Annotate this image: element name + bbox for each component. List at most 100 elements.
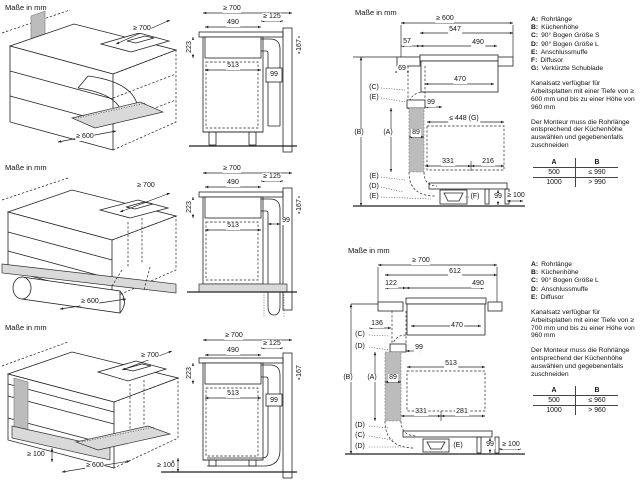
- dim-hob-height: 223: [186, 40, 194, 54]
- legend-value: 90° Bogen Größe L: [541, 40, 599, 48]
- legend-key: C:: [531, 277, 539, 285]
- units-label: Maße in mm: [348, 246, 390, 255]
- legend-key: E:: [531, 48, 538, 56]
- dim-hob-width: 490: [226, 347, 240, 355]
- dim-216: 216: [481, 158, 495, 166]
- dim-duct-depth: 99: [269, 71, 279, 79]
- dim-min-depth: ≥ 700: [132, 25, 152, 33]
- dim-min-width: ≥ 600: [75, 133, 95, 141]
- dim-69: 69: [397, 65, 407, 73]
- dim-490: 490: [471, 39, 485, 47]
- dim-min-width: ≥ 600: [80, 298, 100, 306]
- note-installer: Der Monteur muss die Rohrlänge entsprech…: [531, 347, 630, 378]
- table-row: 500≤ 990: [533, 167, 618, 178]
- legend-key: B:: [531, 269, 539, 277]
- legend-key: B:: [531, 24, 539, 32]
- note-availability: Kanalsatz verfügbar für Arbeitsplatten m…: [531, 80, 635, 111]
- dim-min-depth: ≥ 700: [140, 352, 160, 360]
- dim-57: 57: [402, 38, 412, 46]
- dim-wall-gap: ≥ 125: [262, 173, 282, 181]
- table-header-a: A: [533, 157, 576, 168]
- legend-item: G:Verkürzte Schublade: [531, 65, 637, 73]
- dim-plinth-height: ≥ 100: [156, 462, 176, 470]
- dim-min-depth: ≥ 700: [411, 257, 431, 265]
- dim-hob-width: 490: [226, 19, 240, 27]
- dim-plinth-100: ≥ 100: [506, 192, 526, 200]
- section-plinth-drawing: [345, 263, 525, 455]
- table-row: 500 ≤ 960: [533, 395, 618, 406]
- panel-side-wall-outlet: ≥ 700 ≥ 125 490 223 167 513 99: [185, 0, 345, 160]
- dim-min-depth: ≥ 700: [136, 182, 156, 190]
- legend-item: B:Küchenhöhe: [531, 269, 637, 277]
- section-wall-drawing: [353, 21, 525, 207]
- side-floor-drawing: [187, 171, 301, 318]
- dim-89: 89: [388, 374, 398, 382]
- dim-plinth-99: 99: [485, 441, 495, 449]
- dim-281: 281: [455, 408, 469, 416]
- label-sleeve-top: (D): [354, 343, 366, 351]
- pipe-length-table: A B 500≤ 990 1000> 990: [533, 157, 618, 187]
- label-bend-top: (C): [354, 331, 366, 339]
- info-wall-outlet: A:Rohrlänge B:Küchenhöhe C:90° Bogen Grö…: [531, 16, 637, 187]
- dim-cutout: 513: [226, 62, 240, 70]
- legend-item: E:Diffusor: [531, 294, 637, 302]
- cell-b: ≤ 990: [575, 167, 618, 178]
- dim-bend-height: 167: [296, 38, 304, 52]
- panel-iso-wall-outlet: Maße in mm ≥ 700 ≥ 600: [0, 0, 185, 160]
- dim-490: 490: [471, 280, 485, 288]
- label-pipe-length: (A): [366, 374, 378, 382]
- cell-b: ≤ 960: [575, 395, 618, 406]
- table-header-b: B: [575, 157, 618, 168]
- panel-side-plinth-outlet: ≥ 700 ≥ 125 490 223 167 513 99 ≥ 100: [156, 320, 345, 480]
- table-header-a: A: [533, 386, 576, 397]
- dim-hob-height: 223: [186, 200, 194, 214]
- legend-key: F:: [531, 57, 538, 65]
- legend-value: Rohrlänge: [541, 261, 572, 268]
- label-diffusor: (F): [469, 193, 481, 201]
- legend-key: A:: [531, 261, 539, 268]
- dim-duct-99: 99: [414, 344, 424, 352]
- dim-547: 547: [448, 26, 462, 34]
- legend-item: D:Anschlussmuffe: [531, 286, 637, 294]
- legend-value: Küchenhöhe: [541, 24, 579, 32]
- panel-section-wall-outlet: Maße in mm ≥ 600 547 57 490 69 470 (C) (…: [345, 0, 530, 232]
- label-bend-s: (C): [368, 84, 380, 92]
- legend-item: C:90° Bogen Größe S: [531, 32, 637, 40]
- dim-612: 612: [448, 268, 462, 276]
- panel-side-floor-outlet: ≥ 700 ≥ 125 490 223 167 513 99: [185, 160, 345, 320]
- legend-item: A:Rohrlänge: [531, 16, 637, 24]
- label-diffusor: (E): [452, 442, 464, 450]
- dim-min-depth: ≥ 700: [224, 332, 244, 340]
- legend-item: B:Küchenhöhe: [531, 24, 637, 32]
- iso-floor-drawing: [1, 177, 178, 314]
- legend-value: Diffusor: [540, 293, 564, 301]
- dim-136: 136: [370, 320, 384, 328]
- info-plinth-outlet: A:Rohrlänge B:Küchenhöhe C:90° Bogen Grö…: [531, 261, 637, 416]
- dim-bend-height: 167: [296, 198, 304, 212]
- label-bend-l: (D): [368, 183, 380, 191]
- dim-plinth-99: 99: [493, 193, 503, 201]
- dim-470: 470: [453, 76, 467, 84]
- label-pipe-length: (A): [382, 129, 394, 137]
- label-sleeve-bottom: (D): [354, 443, 366, 451]
- legend-value: Rohrlänge: [541, 16, 572, 23]
- iso-plinth-drawing: [1, 341, 180, 473]
- dim-bend-height: 167: [296, 364, 304, 378]
- label-sleeve-mid: (E): [368, 173, 380, 181]
- units-label: Maße in mm: [355, 8, 397, 17]
- table-row: 1000> 990: [533, 176, 618, 187]
- dim-wall-gap: ≥ 125: [262, 340, 282, 348]
- dim-duct-99: 99: [426, 99, 436, 107]
- legend-item: E:Anschlussmuffe: [531, 49, 637, 57]
- cell-a: 500: [548, 397, 560, 405]
- legend-key: C:: [531, 32, 539, 40]
- dim-min-depth: ≥ 700: [222, 165, 242, 173]
- dim-470: 470: [450, 322, 464, 330]
- dim-plinth-left: ≥ 100: [26, 451, 46, 459]
- dim-min-width: ≥ 600: [85, 462, 105, 470]
- dim-plinth-100: ≥ 100: [501, 441, 521, 449]
- panel-iso-floor-outlet: Maße in mm ≥ 700 ≥ 600: [0, 160, 185, 320]
- units-label: Maße in mm: [5, 3, 47, 12]
- note-installer: Der Monteur muss die Rohrlänge entsprech…: [531, 118, 630, 149]
